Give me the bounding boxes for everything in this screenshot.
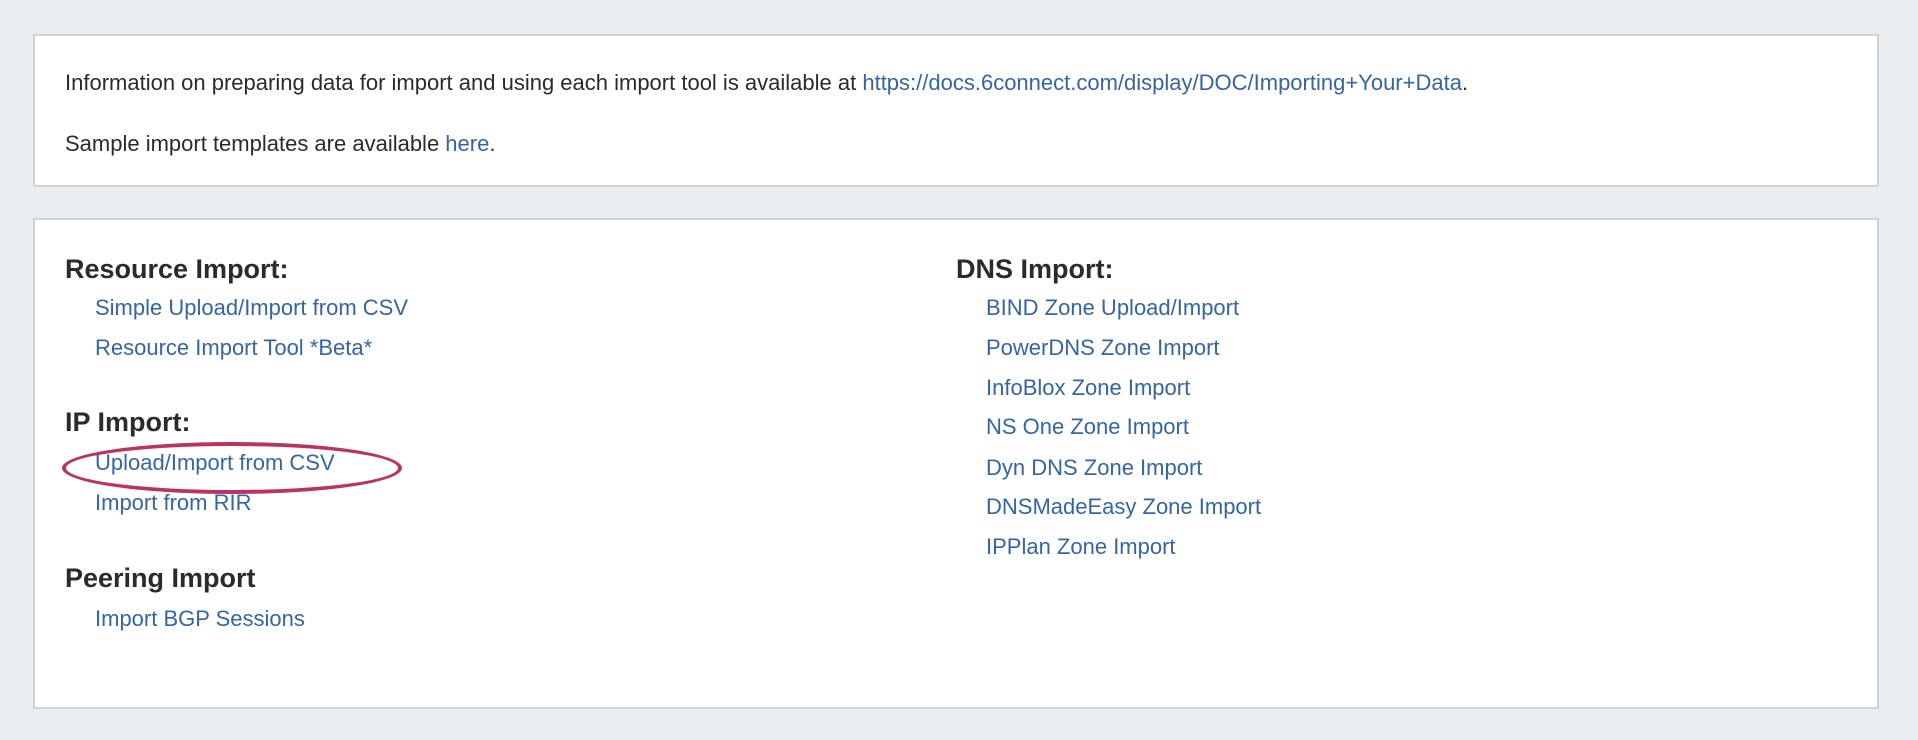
imports-panel: Resource Import: Simple Upload/Import fr… xyxy=(33,218,1879,709)
import-from-rir-link[interactable]: Import from RIR xyxy=(95,490,252,515)
info-line-templates: Sample import templates are available he… xyxy=(65,131,495,157)
period: . xyxy=(489,131,496,156)
ipplan-zone-link[interactable]: IPPlan Zone Import xyxy=(986,534,1176,559)
info-line-docs: Information on preparing data for import… xyxy=(65,70,1468,96)
nsone-zone-link[interactable]: NS One Zone Import xyxy=(986,414,1189,439)
dns-import-heading: DNS Import: xyxy=(956,254,1114,284)
powerdns-zone-link[interactable]: PowerDNS Zone Import xyxy=(986,335,1220,360)
resource-import-heading: Resource Import: xyxy=(65,254,289,284)
bind-zone-link[interactable]: BIND Zone Upload/Import xyxy=(986,295,1240,320)
period: . xyxy=(1461,70,1469,95)
ip-upload-csv-link[interactable]: Upload/Import from CSV xyxy=(95,450,335,475)
peering-import-heading: Peering Import xyxy=(65,563,256,593)
templates-text: Sample import templates are available xyxy=(65,131,446,156)
resource-import-tool-link[interactable]: Resource Import Tool *Beta* xyxy=(95,335,373,360)
info-text: Information on preparing data for import… xyxy=(65,70,863,95)
dnsmadeeasy-zone-link[interactable]: DNSMadeEasy Zone Import xyxy=(986,494,1262,519)
info-panel: Information on preparing data for import… xyxy=(33,34,1879,187)
templates-here-link[interactable]: here xyxy=(445,131,490,156)
ip-import-heading: IP Import: xyxy=(65,407,191,437)
docs-link[interactable]: https://docs.6connect.com/display/DOC/Im… xyxy=(862,70,1462,95)
infoblox-zone-link[interactable]: InfoBlox Zone Import xyxy=(986,375,1191,400)
dyndns-zone-link[interactable]: Dyn DNS Zone Import xyxy=(986,455,1203,480)
import-bgp-sessions-link[interactable]: Import BGP Sessions xyxy=(95,606,305,631)
simple-upload-csv-link[interactable]: Simple Upload/Import from CSV xyxy=(95,295,408,320)
